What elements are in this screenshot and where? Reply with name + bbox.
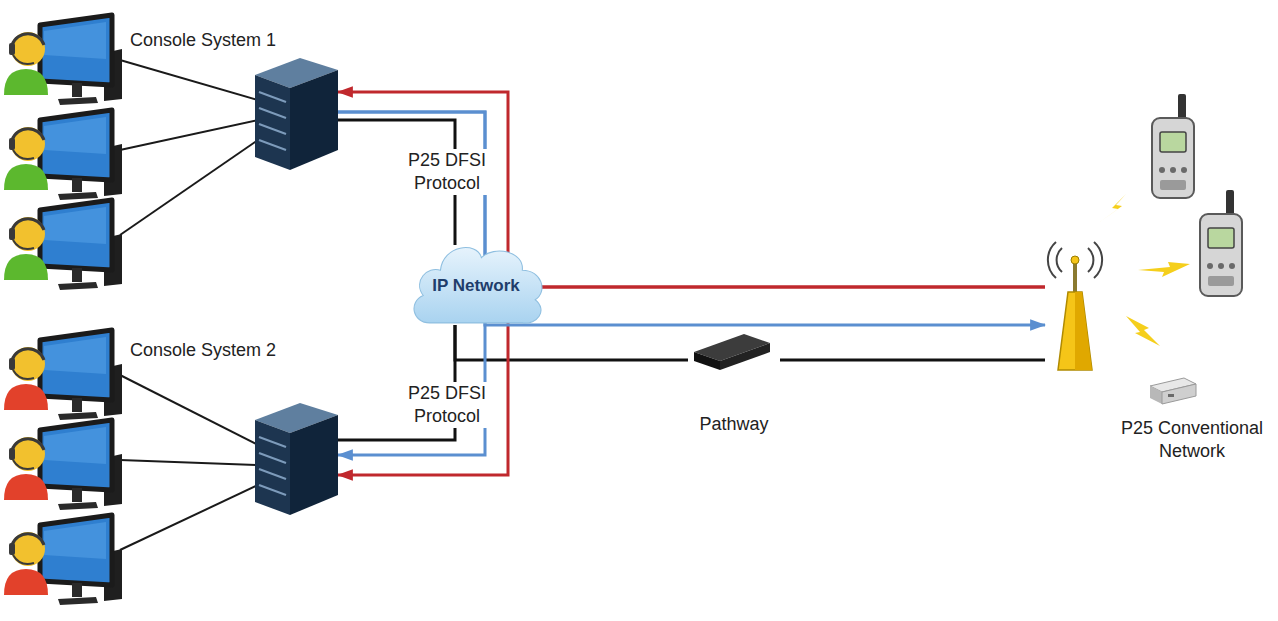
conventional-network: P25 Conventional Network [1045,250,1274,465]
workstation [4,110,122,200]
radio-tower [1048,242,1102,370]
workstation [4,15,122,105]
text-wrap: Console System 2 [130,339,276,362]
connector [338,112,1045,325]
workstation [4,515,122,605]
node-label: Console System 1 [130,29,276,52]
workstation [4,200,122,290]
connector [455,325,688,360]
cloud-label: IP Network [406,274,546,297]
text-wrap: Pathway [688,413,780,436]
server-symbol [255,403,338,515]
console-system: Console System 1 [128,28,338,173]
protocol-label: P25 DFSI Protocol [395,382,499,428]
workstation-wires [120,60,258,550]
connector [338,92,1045,287]
pathway-gateway: Pathway [688,330,780,440]
text-wrap: IP Network [406,274,546,297]
base-station-box [1150,378,1196,404]
node-label: Pathway [688,413,780,436]
pathway-device [694,334,770,370]
server-symbol [255,58,338,170]
workstation [4,420,122,510]
node-label: P25 Conventional Network [1116,417,1268,463]
node-label: Console System 2 [130,339,276,362]
workstation [4,330,122,420]
text-wrap: Console System 1 [130,29,276,52]
protocol-label: P25 DFSI Protocol [395,149,499,195]
connector [780,359,1045,362]
network-cloud: IP Network [406,245,546,325]
signal-bolt [1100,194,1190,346]
console-system: Console System 2 [128,338,338,518]
text-wrap: P25 Conventional Network [1116,417,1268,463]
handheld-radio [1200,190,1242,296]
handheld-radio [1152,94,1194,198]
